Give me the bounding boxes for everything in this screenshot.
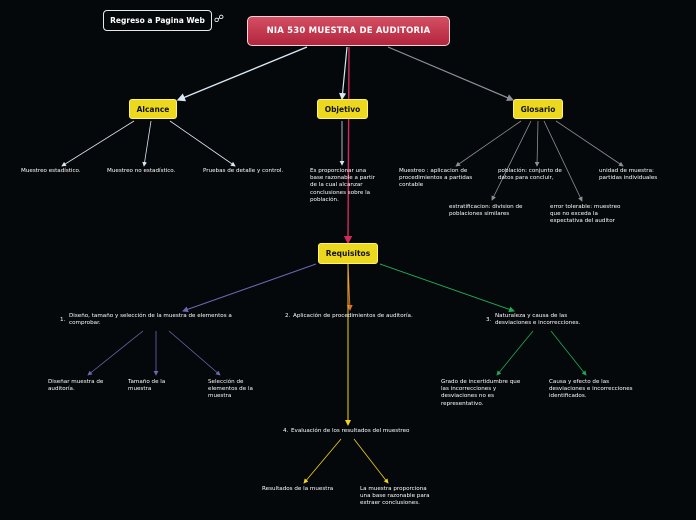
line-alcance-2 <box>142 120 152 167</box>
line-requisitos-3 <box>379 263 515 313</box>
topic-objetivo[interactable]: Objetivo <box>317 99 368 119</box>
line-diseno-3 <box>168 330 221 376</box>
back-to-website-button[interactable]: Regreso a Pagina Web <box>103 10 212 31</box>
line-root-alcance <box>176 46 308 102</box>
line-evaluacion-1 <box>303 438 342 484</box>
naturaleza-item[interactable]: Grado de incertidumbre que las incorrecc… <box>441 379 521 407</box>
line-alcance-3 <box>169 120 236 167</box>
line-diseno-1 <box>87 330 144 376</box>
line-requisitos-1 <box>182 263 317 313</box>
link-icon[interactable]: ☍ <box>213 14 225 25</box>
line-glosario-2 <box>491 120 532 201</box>
line-evaluacion-2 <box>353 438 389 484</box>
topic-glosario[interactable]: Glosario <box>513 99 563 119</box>
diseno-item[interactable]: Tamaño de la muestra <box>128 379 166 393</box>
root-topic[interactable]: NIA 530 MUESTRA DE AUDITORIA <box>247 16 450 46</box>
requisito-number: 1. <box>60 317 66 323</box>
alcance-item[interactable]: Muestreo no estadístico. <box>107 168 176 174</box>
topic-requisitos[interactable]: Requisitos <box>318 243 378 264</box>
line-root-objetivo <box>338 46 348 101</box>
glosario-item[interactable]: población: conjunto de datos para conclu… <box>498 168 562 182</box>
line-glosario-1 <box>455 120 522 167</box>
alcance-item[interactable]: Muestreo estadístico. <box>21 168 81 174</box>
line-root-glosario <box>387 46 515 101</box>
requisito-number: 2. <box>285 313 291 319</box>
diseno-item[interactable]: Diseñar muestra de auditoría. <box>48 379 104 393</box>
line-alcance-1 <box>61 120 135 167</box>
glosario-item[interactable]: error tolerable: muestreo que no exceda … <box>550 204 621 225</box>
line-glosario-3 <box>534 120 540 167</box>
requisito-number: 4. <box>283 428 289 434</box>
topic-alcance[interactable]: Alcance <box>129 99 177 119</box>
requisito-item[interactable]: Aplicación de procedimientos de auditorí… <box>293 313 413 319</box>
line-glosario-4 <box>543 120 583 202</box>
requisito-item[interactable]: Naturaleza y causa de las desviaciones e… <box>495 313 581 327</box>
requisito-item[interactable]: Evaluación de los resultados del muestre… <box>291 428 410 434</box>
naturaleza-item[interactable]: Causa y efecto de las desviaciones e inc… <box>549 379 633 400</box>
diseno-item[interactable]: Selección de elementos de la muestra <box>208 379 253 400</box>
glosario-item[interactable]: Muestreo : aplicacion de procedimientos … <box>399 168 473 189</box>
line-naturaleza-2 <box>550 330 587 376</box>
evaluacion-item[interactable]: La muestra proporciona una base razonabl… <box>360 486 430 507</box>
requisito-number: 3. <box>486 317 492 323</box>
glosario-item[interactable]: estratificacion: division de poblaciones… <box>449 204 523 218</box>
line-glosario-5 <box>555 120 624 167</box>
alcance-item[interactable]: Pruebas de detalle y control. <box>203 168 284 174</box>
line-naturaleza-1 <box>496 330 534 376</box>
line-root-requisitos <box>343 46 353 245</box>
glosario-item[interactable]: unidad de muestra: partidas individuales <box>599 168 658 182</box>
objetivo-text[interactable]: Es proporcionar una base razonable a par… <box>310 168 376 203</box>
requisito-item[interactable]: Diseño, tamaño y selección de la muestra… <box>69 313 232 327</box>
evaluacion-item[interactable]: Resultados de la muestra <box>262 486 334 492</box>
